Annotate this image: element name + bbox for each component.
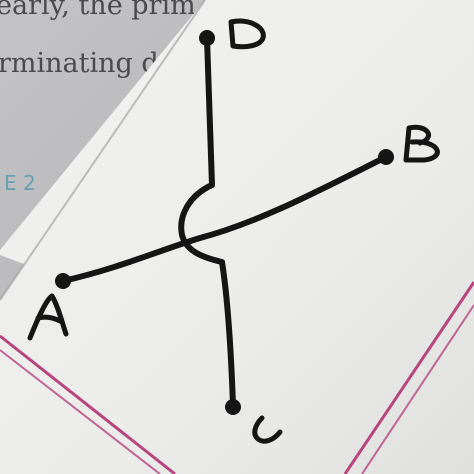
margin-line-right-2 xyxy=(361,304,474,474)
margin-line-left-2 xyxy=(0,349,161,474)
node-a xyxy=(55,273,71,289)
label-a xyxy=(27,293,69,341)
book-text-line-2: rminating d xyxy=(0,48,159,79)
node-c xyxy=(225,399,241,415)
label-b xyxy=(403,124,440,163)
book-section-marker: E 2 xyxy=(4,171,36,195)
node-d xyxy=(199,30,215,46)
book-text-line-1: early, the prim xyxy=(0,0,196,21)
label-d xyxy=(228,18,266,50)
line-a-b xyxy=(60,154,389,284)
margin-line-left-1 xyxy=(0,334,176,474)
node-b xyxy=(378,149,394,165)
line-d-c-with-jump xyxy=(178,35,236,408)
paper-edge xyxy=(0,0,206,301)
label-c xyxy=(252,415,283,444)
margin-line-right-1 xyxy=(343,281,474,474)
crossover-diagram xyxy=(55,30,394,415)
